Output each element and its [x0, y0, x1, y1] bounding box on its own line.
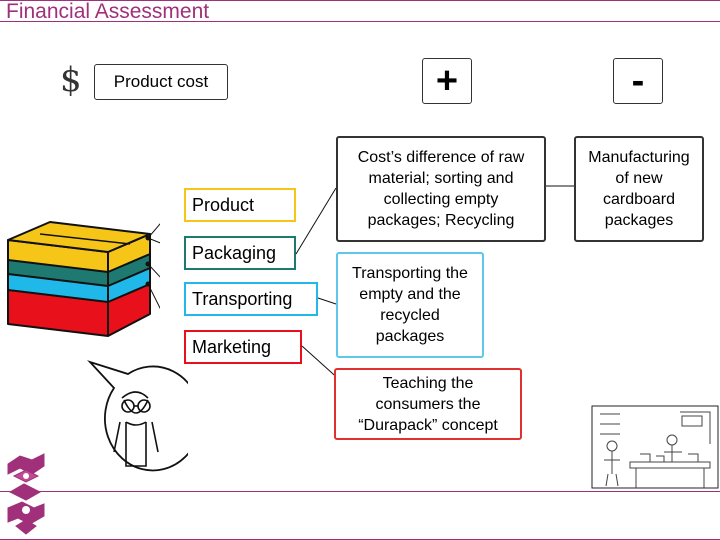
connector-packaging	[295, 187, 337, 255]
plus-header: +	[422, 58, 472, 104]
layer-box-packaging: Packaging	[184, 236, 296, 270]
footer-band	[0, 491, 720, 540]
minus-item-manufacturing: Manufacturing of new cardboard packages	[574, 136, 704, 242]
dollar-symbol: $	[60, 60, 82, 100]
layer-label-marketing: Marketing	[192, 337, 272, 357]
layer-label-packaging: Packaging	[192, 243, 277, 263]
plus-item-transporting: Transporting the empty and the recycled …	[336, 252, 484, 358]
layer-box-product: Product	[184, 188, 296, 222]
page-title: Financial Assessment	[0, 0, 720, 23]
dollar-icon: $	[60, 60, 88, 100]
layer-label-transporting: Transporting	[192, 289, 293, 309]
product-cost-label: Product cost	[113, 72, 209, 91]
product-cost-box: Product cost	[94, 64, 228, 100]
layer-box-marketing: Marketing	[184, 330, 302, 364]
character-bubble-icon	[87, 360, 188, 472]
stacked-box-icon	[7, 221, 160, 337]
layer-box-transporting: Transporting	[184, 282, 318, 316]
connector-transporting	[317, 297, 337, 305]
shop-sketch-icon	[591, 405, 719, 489]
plus-item-teaching: Teaching the consumers the “Durapack” co…	[334, 368, 522, 440]
minus-header: -	[613, 58, 663, 104]
plus-item-recycling: Cost’s difference of raw material; sorti…	[336, 136, 546, 242]
package-logo-icon	[7, 453, 45, 535]
layer-label-product: Product	[192, 195, 255, 215]
